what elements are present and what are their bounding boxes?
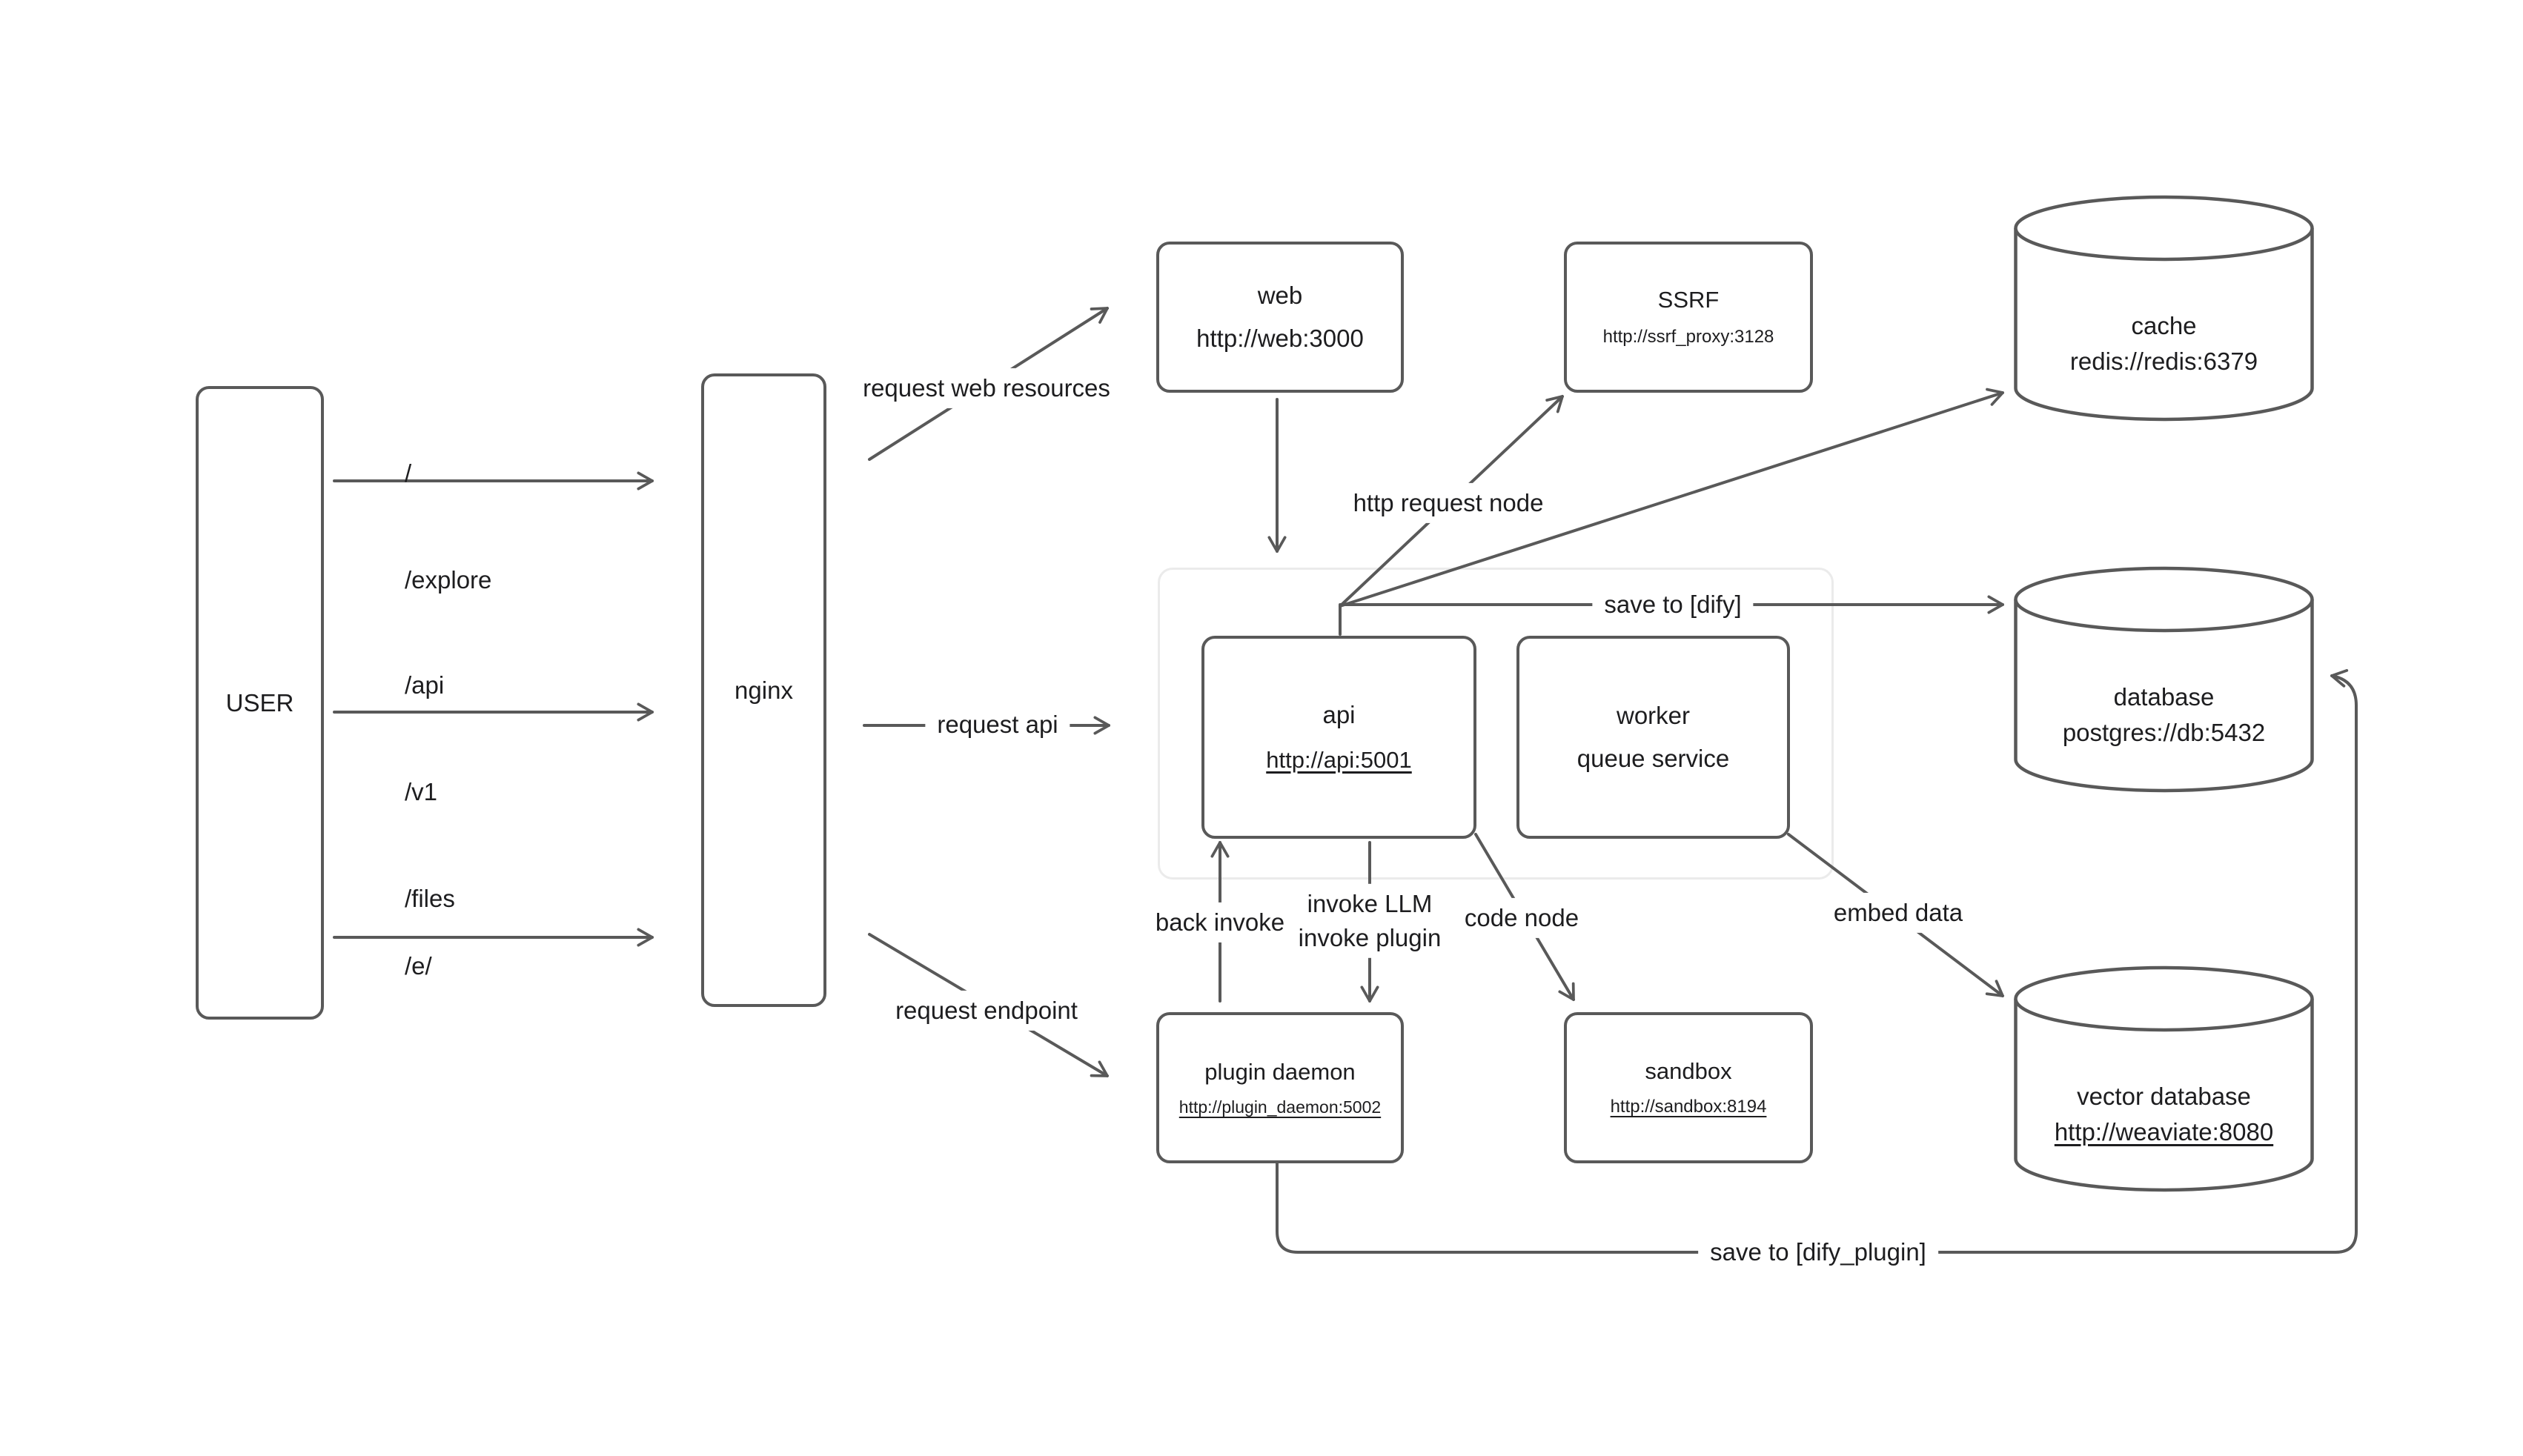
ssrf-title: SSRF xyxy=(1657,287,1720,313)
cache-url: redis://redis:6379 xyxy=(2069,347,2258,375)
node-cache: cache redis://redis:6379 xyxy=(2012,193,2315,424)
ssrf-url: http://ssrf_proxy:3128 xyxy=(1602,327,1774,348)
label-request-web-resources: request web resources xyxy=(851,368,1122,409)
label-back-invoke: back invoke xyxy=(1143,902,1297,943)
node-sandbox: sandbox http://sandbox:8194 xyxy=(1564,1012,1813,1163)
route-files: /files xyxy=(405,885,455,912)
edge-plugin-database xyxy=(1276,668,2358,1254)
label-request-api: request api xyxy=(925,704,1070,745)
label-invoke-llm: invoke LLM xyxy=(1307,889,1433,917)
sandbox-url-link[interactable]: http://sandbox:8194 xyxy=(1610,1097,1767,1117)
label-request-endpoint: request endpoint xyxy=(883,990,1090,1031)
user-routes-e: /e/ xyxy=(405,877,432,1055)
node-worker: worker queue service xyxy=(1516,636,1790,839)
label-save-to-dify: save to [dify] xyxy=(1592,584,1754,625)
worker-subtitle: queue service xyxy=(1577,745,1730,772)
route-explore: /explore xyxy=(405,566,492,594)
plugin-daemon-url-link[interactable]: http://plugin_daemon:5002 xyxy=(1178,1097,1382,1117)
route-root: / xyxy=(405,459,412,487)
label-http-request-node: http request node xyxy=(1341,482,1556,524)
node-web: web http://web:3000 xyxy=(1156,242,1404,393)
label-save-to-dify-plugin: save to [dify_plugin] xyxy=(1698,1231,1938,1273)
database-title: database xyxy=(2113,682,2215,711)
route-e: /e/ xyxy=(405,952,432,980)
label-embed-data: embed data xyxy=(1821,892,1975,934)
cylinder-icon xyxy=(2014,965,2314,1192)
user-label: USER xyxy=(225,688,294,717)
worker-title: worker xyxy=(1616,702,1691,730)
plugin-daemon-title: plugin daemon xyxy=(1204,1058,1356,1085)
node-plugin-daemon: plugin daemon http://plugin_daemon:5002 xyxy=(1156,1012,1404,1163)
database-url: postgres://db:5432 xyxy=(2062,718,2266,746)
node-ssrf: SSRF http://ssrf_proxy:3128 xyxy=(1564,242,1813,393)
user-routes-api: /api /v1 /files xyxy=(405,596,455,988)
nginx-label: nginx xyxy=(735,676,793,704)
web-url: http://web:3000 xyxy=(1196,325,1364,352)
vector-database-title: vector database xyxy=(2077,1082,2251,1110)
cylinder-icon xyxy=(2014,566,2314,793)
route-v1: /v1 xyxy=(405,778,438,805)
label-invoke: invoke LLM invoke plugin xyxy=(1286,883,1453,959)
node-database: database postgres://db:5432 xyxy=(2012,564,2315,795)
route-api: /api xyxy=(405,671,445,699)
node-api: api http://api:5001 xyxy=(1201,636,1476,839)
sandbox-title: sandbox xyxy=(1645,1058,1732,1085)
cylinder-icon xyxy=(2014,195,2314,422)
api-worker-group xyxy=(1158,568,1834,880)
edge-api-cache xyxy=(1339,388,2004,608)
node-vector-database: vector database http://weaviate:8080 xyxy=(2012,963,2315,1194)
cache-title: cache xyxy=(2131,311,2197,339)
node-nginx: nginx xyxy=(701,373,826,1007)
node-user: USER xyxy=(196,386,324,1020)
web-title: web xyxy=(1257,282,1303,310)
label-code-node: code node xyxy=(1452,897,1591,939)
vector-database-url-link[interactable]: http://weaviate:8080 xyxy=(2054,1117,2274,1146)
user-routes-root: / /explore xyxy=(405,385,491,669)
api-title: api xyxy=(1322,700,1356,728)
label-invoke-plugin: invoke plugin xyxy=(1298,924,1442,951)
api-url-link[interactable]: http://api:5001 xyxy=(1266,747,1412,774)
